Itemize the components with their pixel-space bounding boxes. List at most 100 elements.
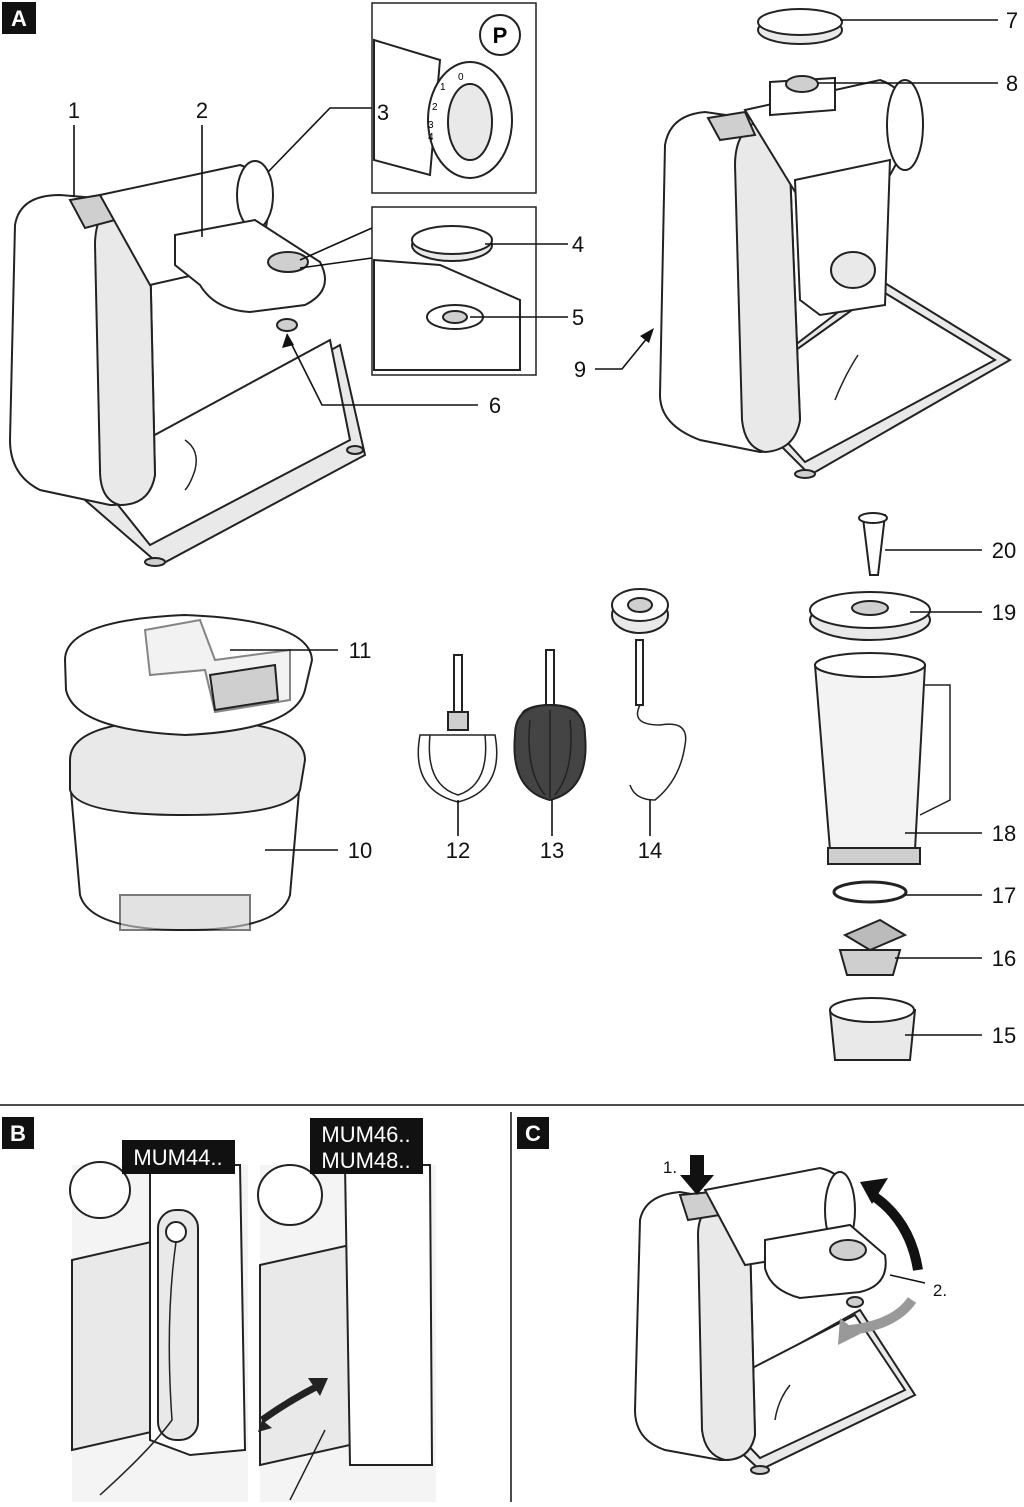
leader-6 (286, 334, 478, 406)
blender-jug-handle (919, 684, 951, 816)
power-cord-left (99, 1241, 177, 1496)
callout-13: 13 (540, 838, 564, 863)
foot-right (346, 445, 364, 455)
pulse-symbol-icon (479, 14, 521, 56)
callout-18: 18 (992, 821, 1016, 846)
panel-c: C 1. 2. (517, 1117, 947, 1475)
kneading-hook (611, 588, 687, 801)
drive-cover-small (267, 251, 309, 273)
machine2-cord-groove (834, 354, 859, 401)
callout-20: 20 (992, 538, 1016, 563)
callout-19: 19 (992, 600, 1016, 625)
callout-9: 9 (574, 357, 586, 382)
leader-9 (595, 331, 653, 370)
measuring-cup-rim (858, 512, 888, 524)
power-cord-right (289, 1429, 326, 1501)
zoom-line-cover-bottom (299, 257, 373, 269)
panel-a: A 0 1 2 3 4 (2, 2, 1018, 1061)
swivel-drive-arm (764, 1223, 887, 1300)
callout-12: 12 (446, 838, 470, 863)
blender-blades (842, 918, 908, 952)
lid-filler (208, 663, 280, 712)
swivel-up-arrow-body (869, 1190, 923, 1271)
whisk-wire-highlights (528, 710, 572, 798)
kitchen-machine-main (8, 160, 367, 567)
stirring-beater (417, 654, 498, 803)
measuring-cup (861, 513, 887, 576)
dial-mark-4: 4 (428, 132, 434, 143)
right-view-base (259, 1243, 351, 1467)
step-indicators: 1. 2. (663, 1155, 947, 1345)
panel-b-letter: B (10, 1121, 26, 1146)
hook-curve (629, 704, 687, 801)
step-1-label: 1. (663, 1158, 677, 1177)
dial-housing (373, 38, 442, 177)
top-drive-socket (785, 75, 819, 93)
dial-knob (447, 83, 493, 161)
cord-hook (165, 1221, 187, 1243)
model-label-left: MUM44.. (133, 1145, 222, 1170)
callout-8: 8 (1006, 71, 1018, 96)
blender-jug (813, 664, 927, 851)
insert-cord-arrowtail (258, 1420, 272, 1432)
whisk (513, 649, 587, 802)
dial-mark-3: 3 (428, 120, 434, 131)
drive-arm (174, 218, 326, 314)
arm-end-cap (236, 160, 274, 230)
insert-cord-arrow (259, 1381, 322, 1423)
callout-14: 14 (638, 838, 662, 863)
panel-c-badge (517, 1117, 549, 1149)
hook-shaft (635, 639, 644, 706)
callout-11: 11 (349, 638, 372, 663)
panel-a-badge (2, 2, 36, 34)
inset-program-dial: 0 1 2 3 4 P (371, 2, 537, 194)
callout-6: 6 (489, 393, 501, 418)
insert-cord-arrowhead (308, 1378, 328, 1396)
cord-channel (157, 1209, 199, 1441)
zoom-line-cover-top (299, 227, 373, 261)
hook-cover-hole (627, 597, 653, 613)
kitchen-machine-swivel (633, 1166, 917, 1475)
kitchen-machine-lowered (658, 75, 1012, 479)
leader-6-arrowhead (282, 333, 294, 348)
callout-10: 10 (348, 838, 372, 863)
panel-b: B MUM44.. MUM46.. MUM48.. (2, 1117, 436, 1502)
swivel-drive-cap (829, 1239, 867, 1261)
bowl-base-ring (119, 894, 251, 931)
callout-15: 15 (992, 1023, 1016, 1048)
blender-jug-base (827, 847, 921, 865)
foot-front (144, 557, 166, 567)
swivel-down-arrow-body (849, 1296, 917, 1335)
left-view-base (71, 1238, 161, 1452)
dial-mark-1: 1 (440, 82, 446, 93)
mixing-bowl-assembly (63, 613, 314, 932)
whisk-shaft (545, 649, 555, 711)
callout-4: 4 (572, 232, 584, 257)
zoom-line-dial (267, 107, 372, 173)
callout-17: 17 (992, 883, 1016, 908)
callout-16: 16 (992, 946, 1016, 971)
dial-mark-2: 2 (432, 102, 438, 113)
machine2-drive-cap (830, 251, 876, 289)
machine2-drive-arm (793, 158, 892, 317)
right-view-housing (343, 1164, 434, 1466)
blender-assembly (809, 512, 951, 1061)
high-speed-drive-cover (757, 8, 843, 45)
machine-base-top (88, 338, 352, 547)
model-label-right-line1: MUM46.. (321, 1122, 410, 1147)
model-label-right-line2: MUM48.. (321, 1148, 410, 1173)
left-view-bowl-edge (69, 1161, 131, 1219)
pulse-symbol-label: P (493, 23, 508, 48)
cord-storage-view-right: MUM46.. MUM48.. (257, 1118, 436, 1502)
callout-1: 1 (68, 98, 80, 123)
cord-groove (184, 439, 197, 491)
leader-9-arrowhead (640, 328, 654, 343)
press-down-arrow-icon (680, 1175, 714, 1195)
blender-seal-ring (832, 880, 908, 904)
panel-c-letter: C (525, 1121, 541, 1146)
beater-inner-loops (428, 734, 487, 796)
blender-lid-opening (851, 600, 889, 616)
swivel-up-arrow-icon (860, 1178, 888, 1204)
slow-drive-socket (442, 310, 468, 324)
